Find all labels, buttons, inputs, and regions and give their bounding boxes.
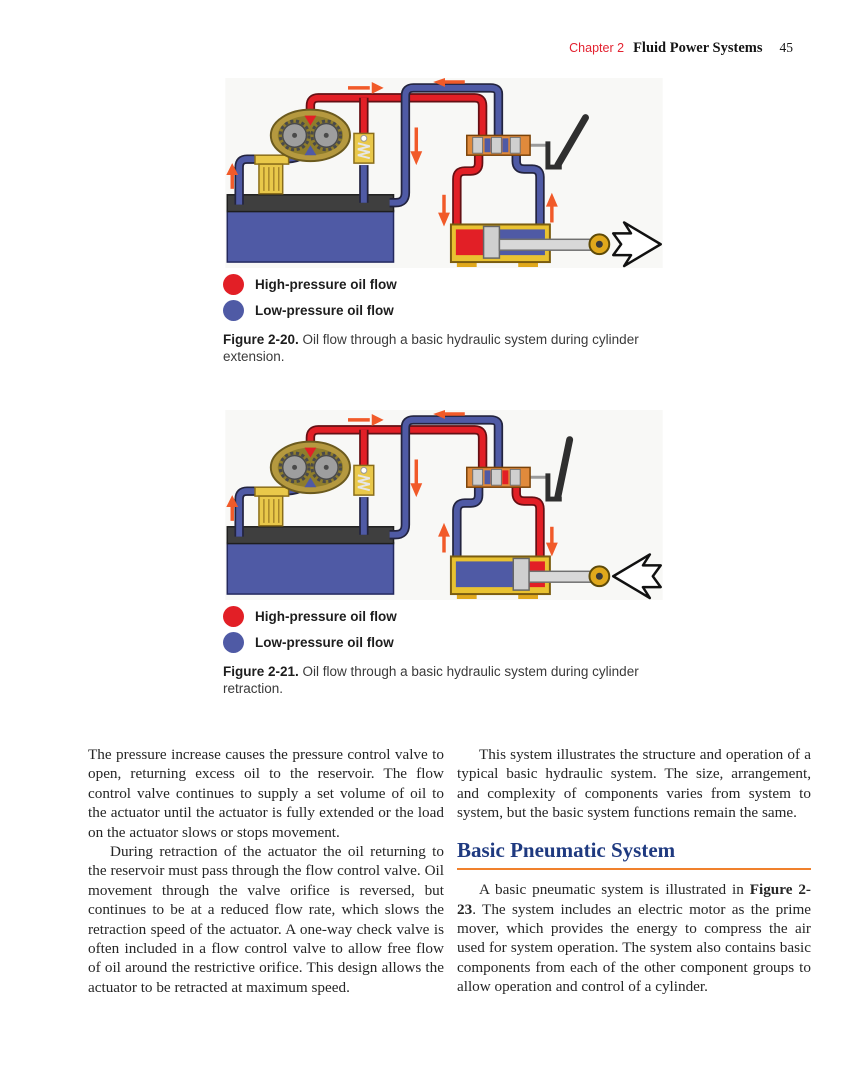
legend-label: High-pressure oil flow [255, 276, 397, 292]
gear-pump [269, 108, 351, 163]
control-lever [554, 114, 589, 169]
figure-2-20: High-pressure oil flow Low-pressure oil … [223, 78, 668, 365]
page-header: Chapter 2 Fluid Power Systems 45 [569, 39, 793, 57]
legend-label: High-pressure oil flow [255, 608, 397, 624]
figure-caption: Figure 2-21. Oil flow through a basic hy… [223, 663, 668, 697]
heading-rule [457, 867, 811, 871]
figure-reference: Figure 2-23 [457, 881, 811, 918]
hydraulic-diagram-retraction [225, 410, 663, 600]
gear-pump [269, 440, 351, 495]
book-section-title: Fluid Power Systems [633, 40, 763, 56]
figure-2-21: High-pressure oil flow Low-pressure oil … [223, 410, 668, 697]
return-line [389, 415, 504, 540]
legend-item-low-pressure: Low-pressure oil flow [223, 297, 668, 323]
hydraulic-diagram-extension [225, 78, 663, 268]
low-pressure-swatch [223, 631, 244, 653]
piston-rod [498, 238, 598, 251]
high-pressure-swatch [223, 605, 244, 627]
page-number: 45 [779, 40, 794, 55]
legend-label: Low-pressure oil flow [255, 302, 394, 318]
paragraph-text: . The system includes an electric motor … [457, 900, 811, 996]
directional-control-valve [466, 436, 574, 502]
extension-direction-arrow [611, 221, 662, 268]
caption-label: Figure 2-20. [223, 332, 299, 347]
filter [254, 154, 290, 195]
cylinder-rod-line [511, 487, 545, 557]
cylinder-cap-line [452, 487, 484, 557]
cylinder-cap-line [452, 155, 484, 225]
right-column: This system illustrates the structure an… [457, 745, 811, 997]
caption-text: Oil flow through a basic hydraulic syste… [223, 664, 639, 696]
body-paragraph: This system illustrates the structure an… [457, 746, 811, 822]
piston-rod [528, 570, 598, 583]
high-pressure-swatch [223, 273, 244, 295]
legend-item-low-pressure: Low-pressure oil flow [223, 629, 668, 655]
legend: High-pressure oil flow Low-pressure oil … [223, 271, 668, 323]
cylinder-rod-line [511, 155, 545, 225]
body-paragraph: A basic pneumatic system is illustrated … [457, 880, 811, 996]
filter [254, 486, 290, 527]
return-line [389, 83, 504, 208]
caption-text: Oil flow through a basic hydraulic syste… [223, 332, 639, 364]
flow-arrows [226, 410, 558, 557]
caption-label: Figure 2-21. [223, 664, 299, 679]
directional-control-valve [466, 114, 589, 170]
pressure-relief-valve [353, 464, 375, 535]
control-lever [554, 436, 574, 501]
low-pressure-swatch [223, 299, 244, 321]
body-paragraph: The pressure increase causes the pressur… [88, 746, 444, 841]
hydraulic-cylinder [449, 555, 611, 600]
legend-item-high-pressure: High-pressure oil flow [223, 271, 668, 297]
figure-caption: Figure 2-20. Oil flow through a basic hy… [223, 331, 668, 365]
hydraulic-cylinder [449, 223, 611, 268]
pressure-line [305, 93, 488, 138]
piston [482, 225, 501, 259]
retraction-direction-arrow [611, 553, 662, 600]
legend-label: Low-pressure oil flow [255, 634, 394, 650]
legend: High-pressure oil flow Low-pressure oil … [223, 603, 668, 655]
left-column: The pressure increase causes the pressur… [88, 745, 444, 997]
flow-arrows [226, 78, 558, 227]
reservoir [226, 194, 395, 263]
legend-item-high-pressure: High-pressure oil flow [223, 603, 668, 629]
pressure-line [305, 425, 488, 470]
pressure-relief-valve [353, 132, 375, 203]
piston [512, 557, 530, 591]
chapter-label: Chapter 2 [569, 41, 625, 55]
body-paragraph: During retraction of the actuator the oi… [88, 843, 444, 996]
reservoir [226, 526, 395, 595]
section-heading: Basic Pneumatic System [457, 837, 676, 862]
paragraph-text: A basic pneumatic system is illustrated … [479, 881, 750, 899]
